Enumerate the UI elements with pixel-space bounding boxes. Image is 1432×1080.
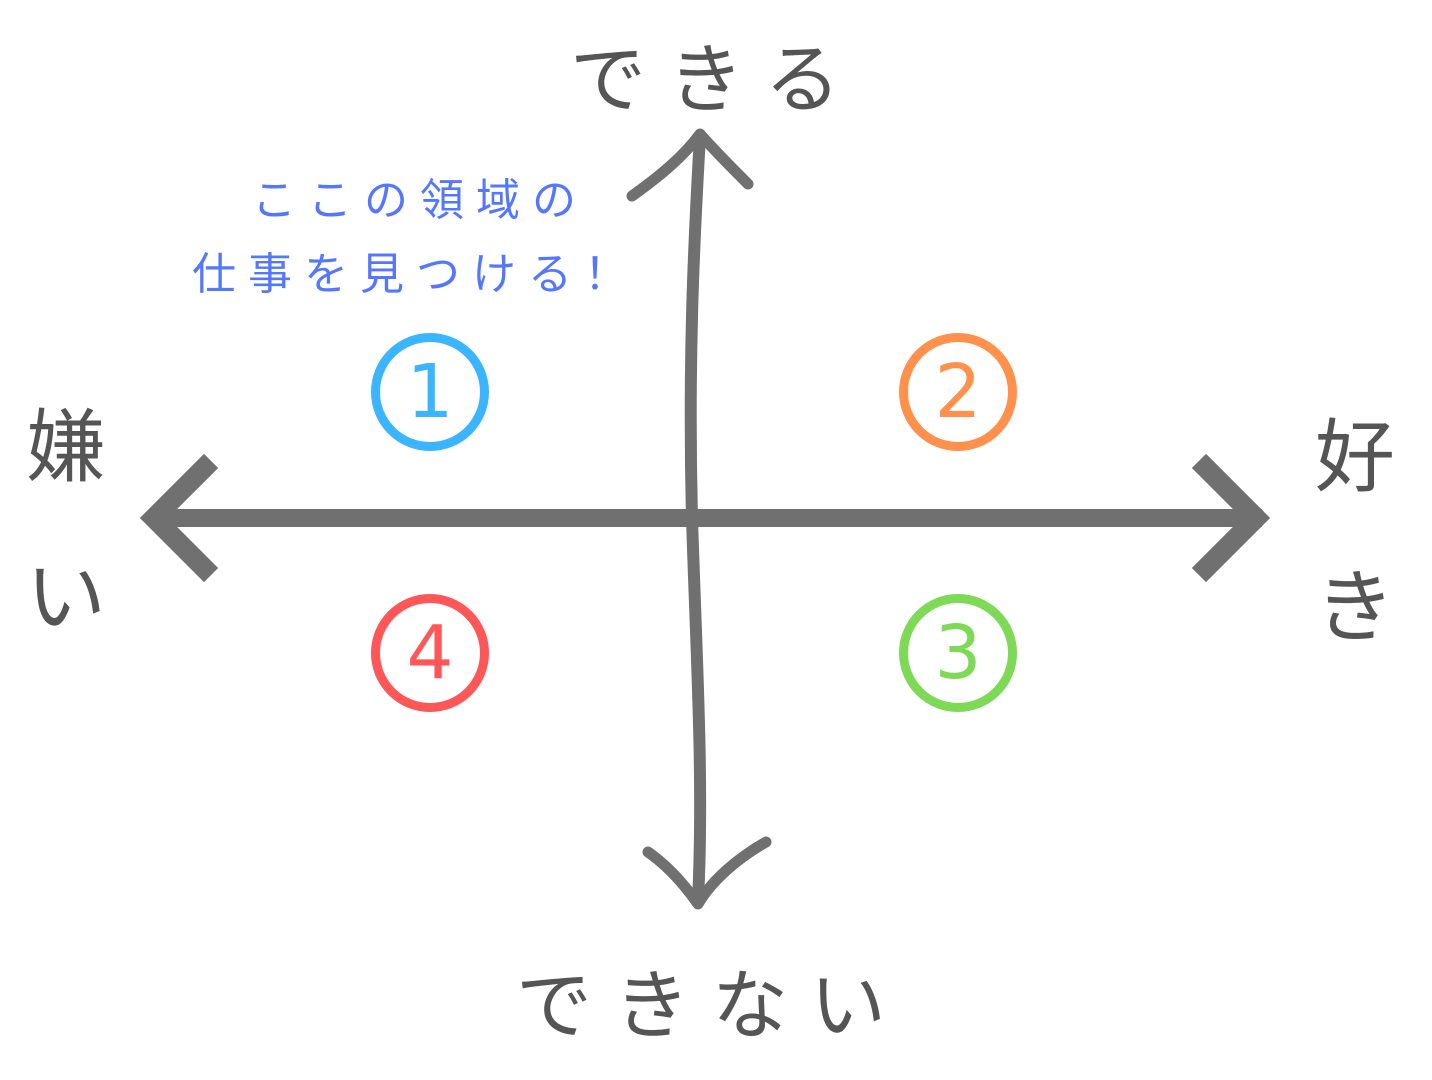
axis-label-cannot: できない [516,961,908,1050]
up-arrowhead-icon [626,128,754,202]
axis-label-like-char-2: き [1315,561,1395,654]
axis-label-dislike: 嫌 い [16,408,116,708]
axis-label-can: できる [570,35,863,124]
quadrant-3-badge: 3 [899,594,1017,712]
axis-label-like: 好 き [1305,418,1405,718]
vertical-axis-line [684,130,707,906]
left-arrowhead-icon [139,453,219,583]
axis-label-like-char-1: 好 [1315,411,1395,504]
annotation-line-2: 仕事を見つける！ [192,249,640,300]
axis-label-dislike-char-2: い [26,551,106,644]
quadrant-2-badge: 2 [899,333,1017,451]
right-arrowhead-icon [1191,453,1271,583]
annotation-line-1: ここの領域の [252,175,588,226]
down-arrowhead-icon [642,836,772,910]
axis-label-dislike-char-1: 嫌 [26,401,106,494]
quadrant-1-badge: 1 [371,333,489,451]
quadrant-4-badge: 4 [371,594,489,712]
